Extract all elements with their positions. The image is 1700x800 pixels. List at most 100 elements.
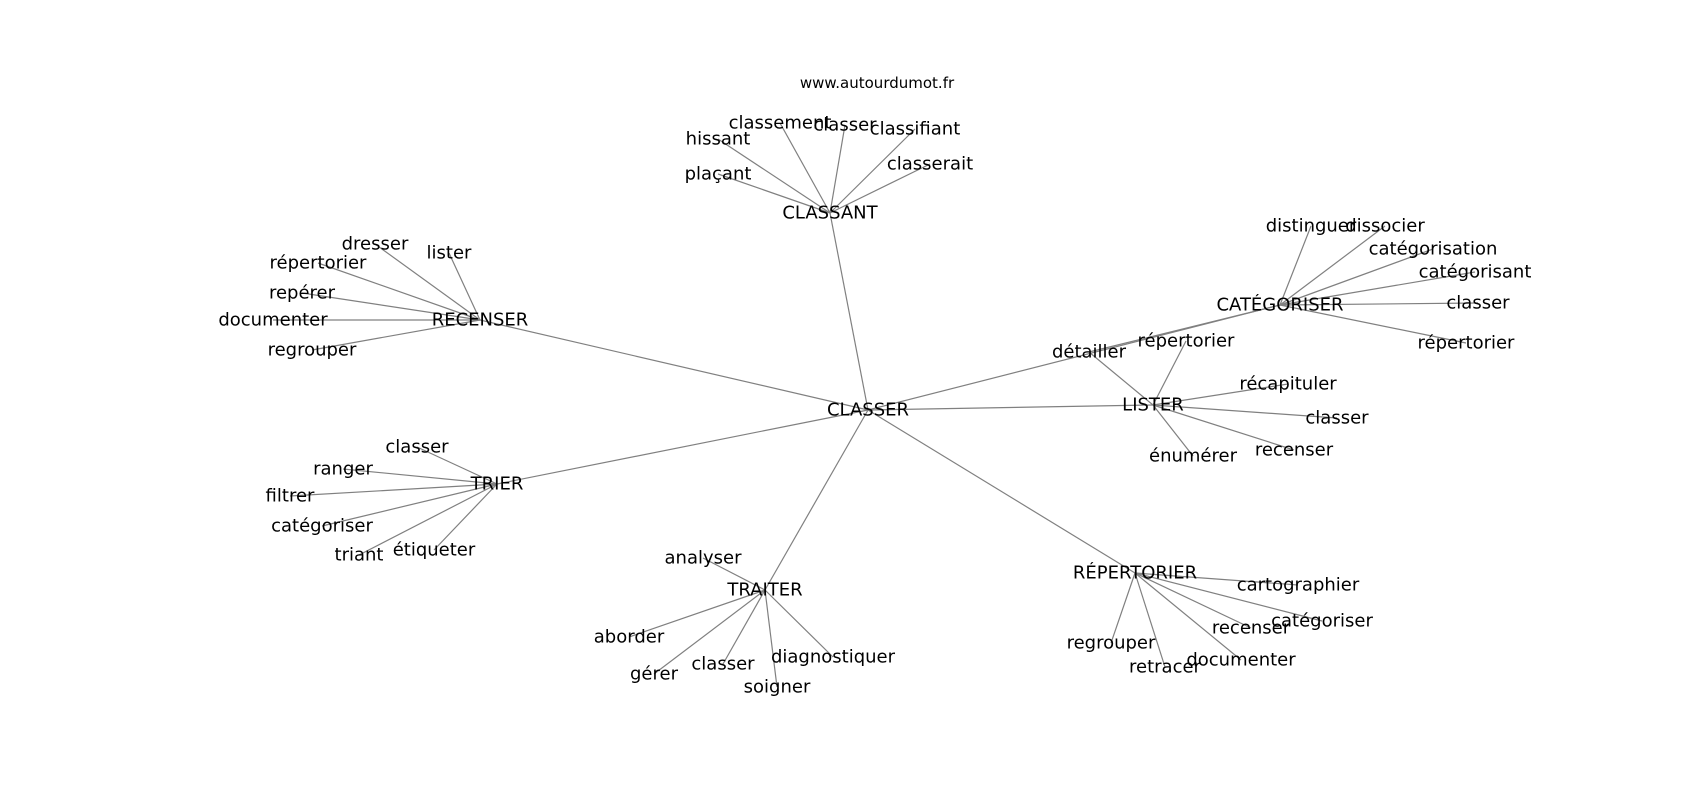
leaf-node-repertorier-documenter[interactable]: documenter — [1186, 650, 1296, 671]
leaf-node-classant-placant[interactable]: plaçant — [685, 164, 752, 185]
leaf-node-repertorier-regrouper[interactable]: regrouper — [1067, 633, 1156, 654]
edge-trier-etiqueter — [433, 483, 498, 551]
leaf-node-categoriser-distinguer[interactable]: distinguer — [1266, 216, 1357, 237]
edge-repertorier-cartographier — [1134, 572, 1299, 586]
edge-traiter-classer — [722, 589, 766, 665]
hub-node-repertorier[interactable]: RÉPERTORIER — [1073, 562, 1197, 584]
hub-node-categoriser[interactable]: CATÉGORISER — [1216, 294, 1343, 316]
leaf-node-trier-classer[interactable]: classer — [385, 437, 449, 458]
edge-lister-recapituler — [1152, 383, 1289, 406]
edge-center-lister — [867, 404, 1154, 411]
edge-repertorier-documenter — [1134, 572, 1242, 661]
edge-trier-filtrer — [289, 483, 498, 497]
edge-lister-repertorier — [1152, 340, 1187, 406]
leaf-node-traiter-analyser[interactable]: analyser — [665, 548, 743, 569]
edge-categoriser-repertorier — [1279, 304, 1467, 344]
edge-categoriser-detailler — [1088, 304, 1281, 353]
center-node-classer[interactable]: CLASSER — [827, 400, 909, 421]
edge-categoriser-classer — [1279, 302, 1479, 306]
hub-node-traiter[interactable]: TRAITER — [726, 580, 802, 601]
edge-trier-triant — [358, 483, 498, 556]
edge-center-trier — [496, 409, 869, 485]
hub-node-recenser[interactable]: RECENSER — [432, 310, 529, 331]
edge-traiter-soigner — [764, 589, 778, 688]
hub-node-trier[interactable]: TRIER — [470, 474, 524, 495]
hub-node-lister[interactable]: LISTER — [1122, 395, 1184, 416]
edge-categoriser-categorisant — [1279, 271, 1476, 306]
leaf-node-lister-recenser[interactable]: recenser — [1255, 440, 1334, 461]
edge-trier-categoriser — [321, 483, 498, 527]
edge-classant-classement — [779, 122, 831, 214]
leaf-node-classant-classerait[interactable]: classerait — [887, 154, 973, 175]
leaf-node-classant-classer[interactable]: classer — [813, 115, 877, 136]
leaf-node-lister-enumerer[interactable]: énumérer — [1149, 446, 1238, 467]
leaf-node-recenser-documenter[interactable]: documenter — [218, 310, 328, 331]
leaf-node-recenser-dresser[interactable]: dresser — [342, 234, 409, 255]
leaf-node-trier-etiqueter[interactable]: étiqueter — [393, 540, 476, 561]
edge-repertorier-categoriser — [1134, 572, 1323, 622]
leaf-node-categoriser-categorisation[interactable]: catégorisation — [1369, 239, 1498, 260]
leaf-node-classant-classement[interactable]: classement — [729, 113, 832, 134]
edge-lister-detailler — [1088, 351, 1154, 406]
leaf-node-trier-triant[interactable]: triant — [335, 545, 384, 566]
edges-layer — [273, 122, 1479, 688]
leaf-node-trier-filtrer[interactable]: filtrer — [266, 486, 315, 507]
leaf-node-traiter-classer[interactable]: classer — [691, 654, 755, 675]
edge-categoriser-distinguer — [1279, 225, 1312, 306]
edge-repertorier-retracer — [1134, 572, 1166, 668]
leaf-node-repertorier-cartographier[interactable]: cartographier — [1237, 575, 1360, 596]
edge-classant-classer — [829, 124, 846, 214]
leaf-node-classant-hissant[interactable]: hissant — [686, 129, 751, 150]
edge-categoriser-categorisation — [1279, 248, 1434, 306]
leaf-node-recenser-lister[interactable]: lister — [427, 243, 473, 264]
edge-recenser-lister — [448, 252, 481, 321]
edge-lister-recenser — [1152, 404, 1295, 451]
leaf-node-categoriser-categorisant[interactable]: catégorisant — [1419, 262, 1532, 283]
leaf-node-traiter-diagnostiquer[interactable]: diagnostiquer — [771, 647, 896, 668]
edge-traiter-analyser — [702, 557, 766, 591]
edge-classant-classerait — [829, 163, 931, 214]
leaf-node-traiter-aborder[interactable]: aborder — [594, 627, 665, 648]
edge-lister-classer — [1152, 404, 1338, 419]
leaf-node-recenser-regrouper[interactable]: regrouper — [268, 340, 357, 361]
labels-layer: www.autourdumot.fr CLASSER CLASSANT classe… — [218, 74, 1531, 698]
edge-traiter-aborder — [628, 589, 766, 638]
leaf-node-trier-ranger[interactable]: ranger — [313, 459, 373, 480]
hub-node-classant[interactable]: CLASSANT — [782, 203, 878, 224]
edge-center-classant — [829, 212, 869, 411]
edge-center-recenser — [479, 319, 869, 411]
leaf-node-lister-repertorier[interactable]: répertorier — [1138, 331, 1236, 352]
edge-classant-hissant — [717, 138, 831, 214]
edge-classant-classifiant — [829, 128, 916, 214]
leaf-node-classant-classifiant[interactable]: classifiant — [870, 119, 961, 140]
leaf-node-traiter-gerer[interactable]: gérer — [630, 664, 679, 685]
leaf-node-categoriser-classer[interactable]: classer — [1446, 293, 1510, 314]
leaf-node-repertorier-categoriser[interactable]: catégoriser — [1271, 611, 1373, 632]
edge-classant-placant — [717, 173, 831, 214]
leaf-node-lister-classer[interactable]: classer — [1305, 408, 1369, 429]
leaf-node-recenser-reperer[interactable]: repérer — [269, 283, 336, 304]
edge-lister-enumerer — [1152, 404, 1194, 457]
edge-traiter-diagnostiquer — [764, 589, 834, 658]
edge-recenser-repertorier — [317, 262, 481, 321]
leaf-node-categoriser-detailler[interactable]: détailler — [1052, 342, 1127, 363]
leaf-node-repertorier-retracer[interactable]: retracer — [1129, 657, 1202, 678]
edge-recenser-regrouper — [311, 319, 481, 351]
edge-categoriser-dissocier — [1279, 225, 1386, 306]
leaf-node-trier-categoriser[interactable]: catégoriser — [271, 516, 373, 537]
leaf-node-lister-recapituler[interactable]: récapituler — [1239, 374, 1337, 395]
edge-trier-ranger — [342, 468, 498, 485]
leaf-node-repertorier-recenser[interactable]: recenser — [1212, 618, 1291, 639]
edge-traiter-gerer — [653, 589, 766, 675]
leaf-node-categoriser-dissocier[interactable]: dissocier — [1345, 216, 1425, 237]
leaf-node-traiter-soigner[interactable]: soigner — [744, 677, 811, 698]
leaf-node-categoriser-repertorier[interactable]: répertorier — [1418, 333, 1516, 354]
edge-repertorier-recenser — [1134, 572, 1252, 629]
edge-trier-classer — [416, 446, 498, 485]
edge-recenser-reperer — [301, 292, 481, 321]
site-url[interactable]: www.autourdumot.fr — [800, 74, 955, 92]
edge-recenser-dresser — [374, 243, 481, 321]
edge-repertorier-regrouper — [1110, 572, 1136, 644]
leaf-node-recenser-repertorier[interactable]: répertorier — [270, 253, 368, 274]
